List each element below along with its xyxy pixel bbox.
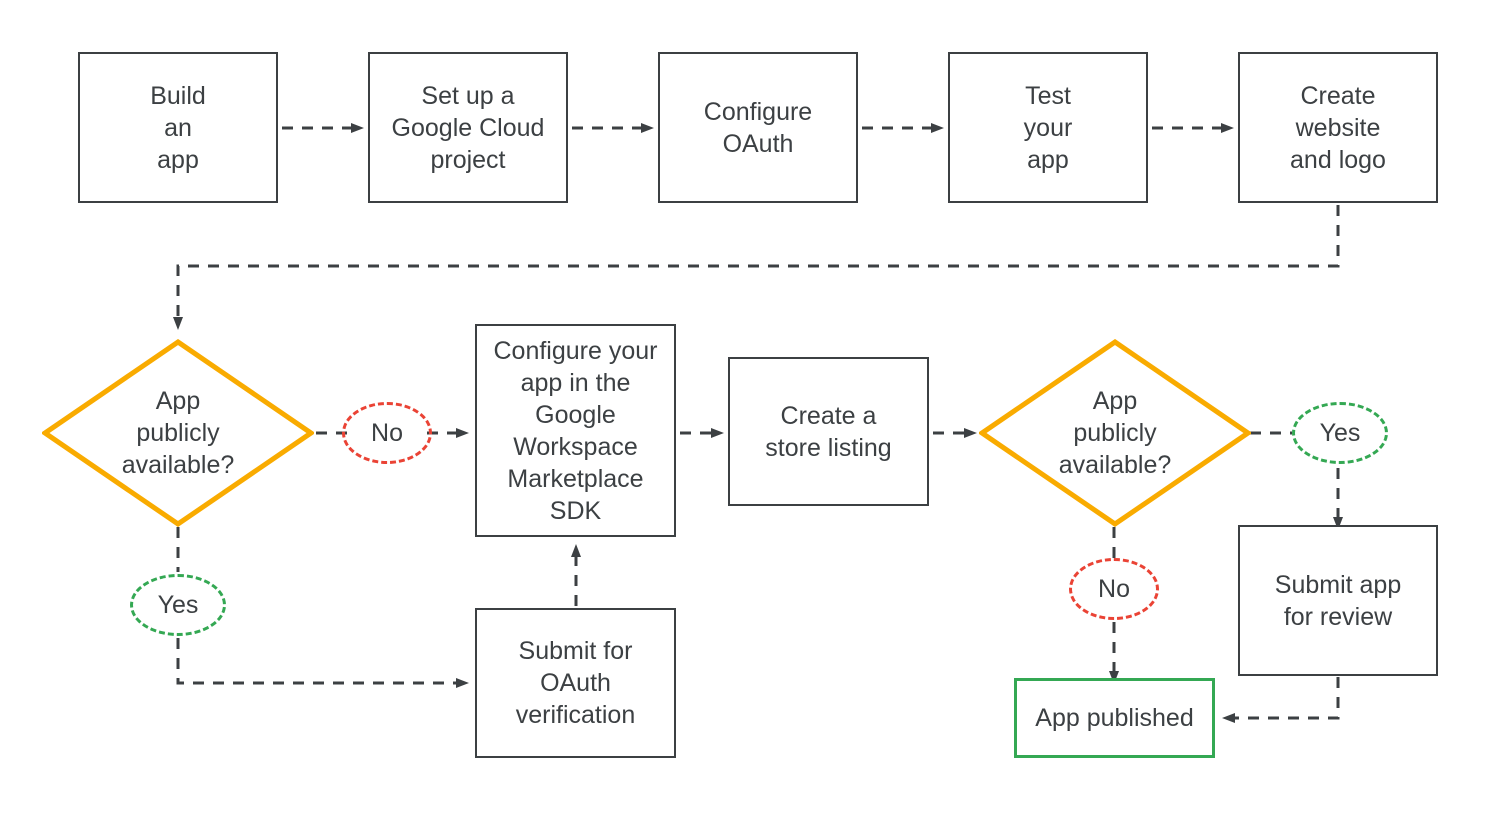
node-configure-oauth-label: Configure OAuth — [703, 97, 813, 158]
node-test-your-app[interactable]: Test your app — [948, 52, 1148, 203]
node-create-store-listing[interactable]: Create a store listing — [728, 357, 929, 506]
edge-tag-yes-1-label: Yes — [157, 590, 199, 619]
node-submit-for-oauth-verification[interactable]: Submit for OAuth verification — [475, 608, 676, 758]
node-app-published[interactable]: App published — [1014, 678, 1215, 758]
edge-tag-no-1-label: No — [371, 418, 403, 447]
node-build-app[interactable]: Build an app — [78, 52, 278, 203]
edge-website-to-decision1 — [173, 205, 1340, 330]
edge-tag-yes-1: Yes — [130, 574, 226, 636]
edge-tag-yes-2-label: Yes — [1319, 418, 1361, 447]
node-configure-app-marketplace-sdk-label: Configure your app in the Google Workspa… — [493, 336, 658, 525]
decision-diamond-shape-2 — [979, 339, 1251, 527]
edge-submit-review-to-app-published — [1222, 677, 1340, 723]
node-setup-google-cloud-project-label: Set up a Google Cloud project — [391, 81, 545, 174]
node-create-website-and-logo-label: Create website and logo — [1290, 81, 1386, 174]
node-submit-for-oauth-verification-label: Submit for OAuth verification — [515, 637, 636, 729]
edge-tag-no-2-label: No — [1098, 574, 1130, 603]
node-test-your-app-label: Test your app — [1023, 81, 1073, 174]
edge-tag-no-1: No — [342, 402, 432, 464]
node-decision-app-publicly-available-2[interactable]: App publicly available? — [979, 339, 1251, 527]
node-create-store-listing-label: Create a store listing — [765, 401, 892, 462]
node-configure-oauth[interactable]: Configure OAuth — [658, 52, 858, 203]
node-configure-app-marketplace-sdk[interactable]: Configure your app in the Google Workspa… — [475, 324, 676, 537]
decision-diamond-shape-1 — [42, 339, 314, 527]
edge-yes-tag-to-submit-oauth — [176, 638, 469, 688]
node-decision-app-publicly-available-1[interactable]: App publicly available? — [42, 339, 314, 527]
node-create-website-and-logo[interactable]: Create website and logo — [1238, 52, 1438, 203]
edge-tag-no-2: No — [1069, 558, 1159, 620]
node-submit-app-for-review[interactable]: Submit app for review — [1238, 525, 1438, 676]
node-app-published-label: App published — [1035, 704, 1194, 732]
node-submit-app-for-review-label: Submit app for review — [1274, 570, 1402, 631]
edge-tag-yes-2: Yes — [1292, 402, 1388, 464]
node-setup-google-cloud-project[interactable]: Set up a Google Cloud project — [368, 52, 568, 203]
node-build-app-label: Build an app — [150, 81, 206, 174]
